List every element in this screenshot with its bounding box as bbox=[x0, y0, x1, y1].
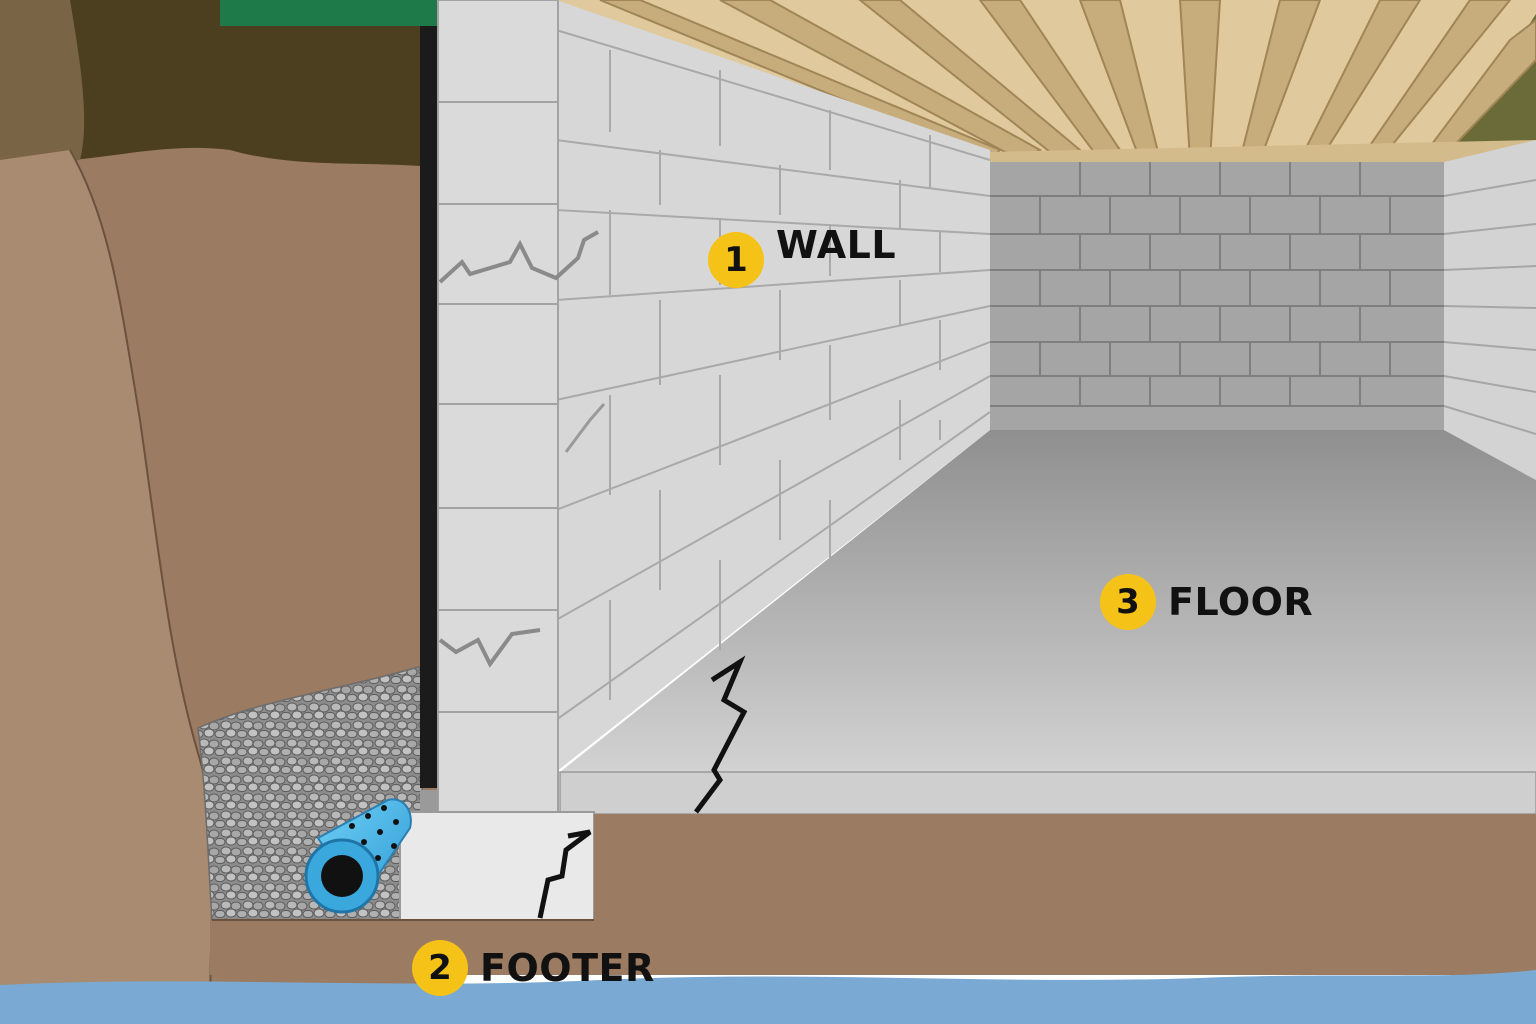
footer-label: FOOTER bbox=[480, 946, 655, 990]
floor-number-badge: 3 bbox=[1100, 574, 1156, 630]
callout-floor: 3 FLOOR bbox=[1100, 574, 1313, 630]
cracks bbox=[438, 230, 748, 919]
wall-crack-upper bbox=[438, 230, 599, 284]
floor-crack bbox=[694, 655, 748, 814]
wall-label: WALL bbox=[776, 223, 897, 267]
callout-wall: 1 WALL bbox=[708, 223, 896, 288]
water-table bbox=[0, 970, 1536, 1024]
drain-tile-pipe bbox=[304, 798, 412, 914]
back-wall bbox=[990, 162, 1444, 430]
floor-label: FLOOR bbox=[1168, 580, 1314, 624]
grass-strip bbox=[220, 0, 438, 26]
waterproof-membrane bbox=[420, 26, 438, 788]
topsoil-highlight bbox=[0, 0, 85, 163]
topsoil-layer bbox=[0, 0, 440, 168]
backfill-soil bbox=[0, 150, 213, 1024]
left-interior-wall bbox=[555, 0, 991, 772]
footer-number-badge: 2 bbox=[412, 940, 468, 996]
interior-wall-crack bbox=[564, 403, 606, 453]
basement-floor bbox=[559, 430, 1536, 815]
wall-crack-lower bbox=[438, 628, 541, 668]
right-wall bbox=[1443, 140, 1536, 480]
floor-slab-edge bbox=[559, 771, 1536, 815]
wall-number-badge: 1 bbox=[708, 232, 764, 288]
footer-crack bbox=[537, 829, 592, 919]
foundation-block-wall bbox=[420, 0, 559, 815]
subgrade-soil bbox=[210, 814, 1536, 975]
floor-joists bbox=[556, 0, 1536, 162]
callout-footer: 2 FOOTER bbox=[412, 940, 655, 996]
